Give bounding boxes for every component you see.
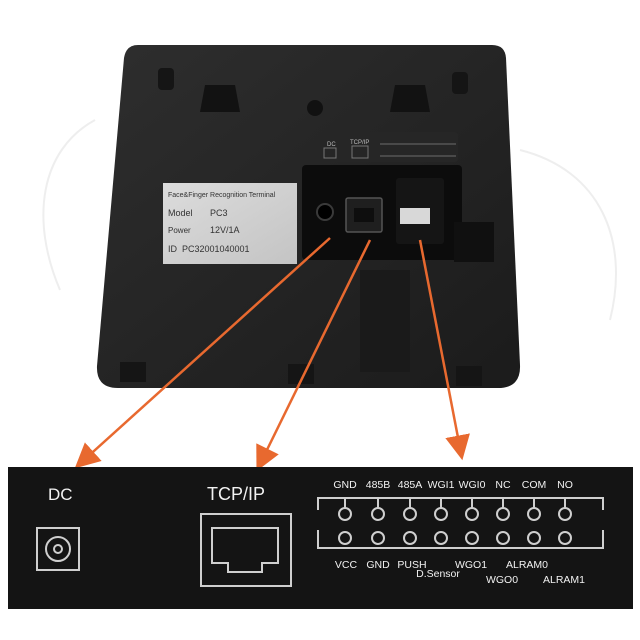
pin-label-top: WGI1	[428, 479, 455, 491]
model-value: PC3	[210, 208, 228, 218]
pin-label-bottom: VCC	[335, 559, 358, 571]
screw-hole-right	[452, 72, 468, 94]
pin-label-top: NC	[495, 479, 511, 491]
model-label: Model	[168, 208, 193, 218]
pin-label-bottom: ALRAM1	[543, 574, 585, 586]
port-detail-panel: DC TCP/IP GND 485B 485A WGI1 WGI0 NC COM NO VCC…	[8, 467, 633, 609]
pin-label-top: COM	[522, 479, 547, 491]
rating-sticker: Face&Finger Recognition Terminal Model P…	[163, 183, 297, 264]
pin-label-bottom: D.Sensor	[416, 568, 460, 580]
panel-tcp-label: TCP/IP	[207, 484, 265, 504]
pin-label-bottom: PUSH	[397, 559, 426, 571]
power-label: Power	[168, 226, 191, 235]
dc-arrow	[74, 237, 331, 469]
power-value: 12V/1A	[210, 225, 240, 235]
reset-hole	[307, 100, 323, 116]
terminal-pin-bottom	[527, 531, 541, 545]
terminal-arrow	[418, 239, 470, 461]
terminal-pin-bottom	[465, 531, 479, 545]
rj45-port-outline	[200, 513, 292, 587]
terminal-pin-bottom	[558, 531, 572, 545]
pin-label-bottom: WGO0	[486, 574, 518, 586]
dc-port-outline	[36, 527, 80, 571]
panel-dc-label: DC	[48, 485, 73, 504]
id-value: PC32001040001	[182, 244, 250, 254]
pin-label-top: GND	[333, 479, 357, 491]
terminal-pin-bottom	[371, 531, 385, 545]
pin-label-top: NO	[557, 479, 573, 491]
port-legend-strip	[318, 132, 458, 162]
device-dc-text: DC	[327, 142, 336, 148]
pin-label-top: 485B	[366, 479, 391, 491]
hanging-slot-right	[390, 85, 430, 112]
terminal-pin-bottom	[403, 531, 417, 545]
terminal-pin-bottom	[496, 531, 510, 545]
device-rear-housing	[96, 45, 521, 388]
dc-jack	[316, 203, 334, 221]
screw-hole-left	[158, 68, 174, 90]
pin-label-top: 485A	[398, 479, 423, 491]
callout-arrows	[74, 237, 470, 472]
pin-label-top: WGI0	[459, 479, 486, 491]
device-tcp-text: TCP/IP	[350, 140, 369, 146]
hanging-slot-left	[200, 85, 240, 112]
pin-label-bottom: GND	[366, 559, 390, 571]
pin-label-bottom: WGO1	[455, 559, 487, 571]
tcp-arrow	[256, 239, 372, 472]
sticker-title: Face&Finger Recognition Terminal	[168, 192, 276, 199]
pin-label-bottom: ALRAM0	[506, 559, 548, 571]
terminal-pin-bottom	[434, 531, 448, 545]
terminal-pin-bottom	[338, 531, 352, 545]
id-label: ID	[168, 244, 178, 254]
